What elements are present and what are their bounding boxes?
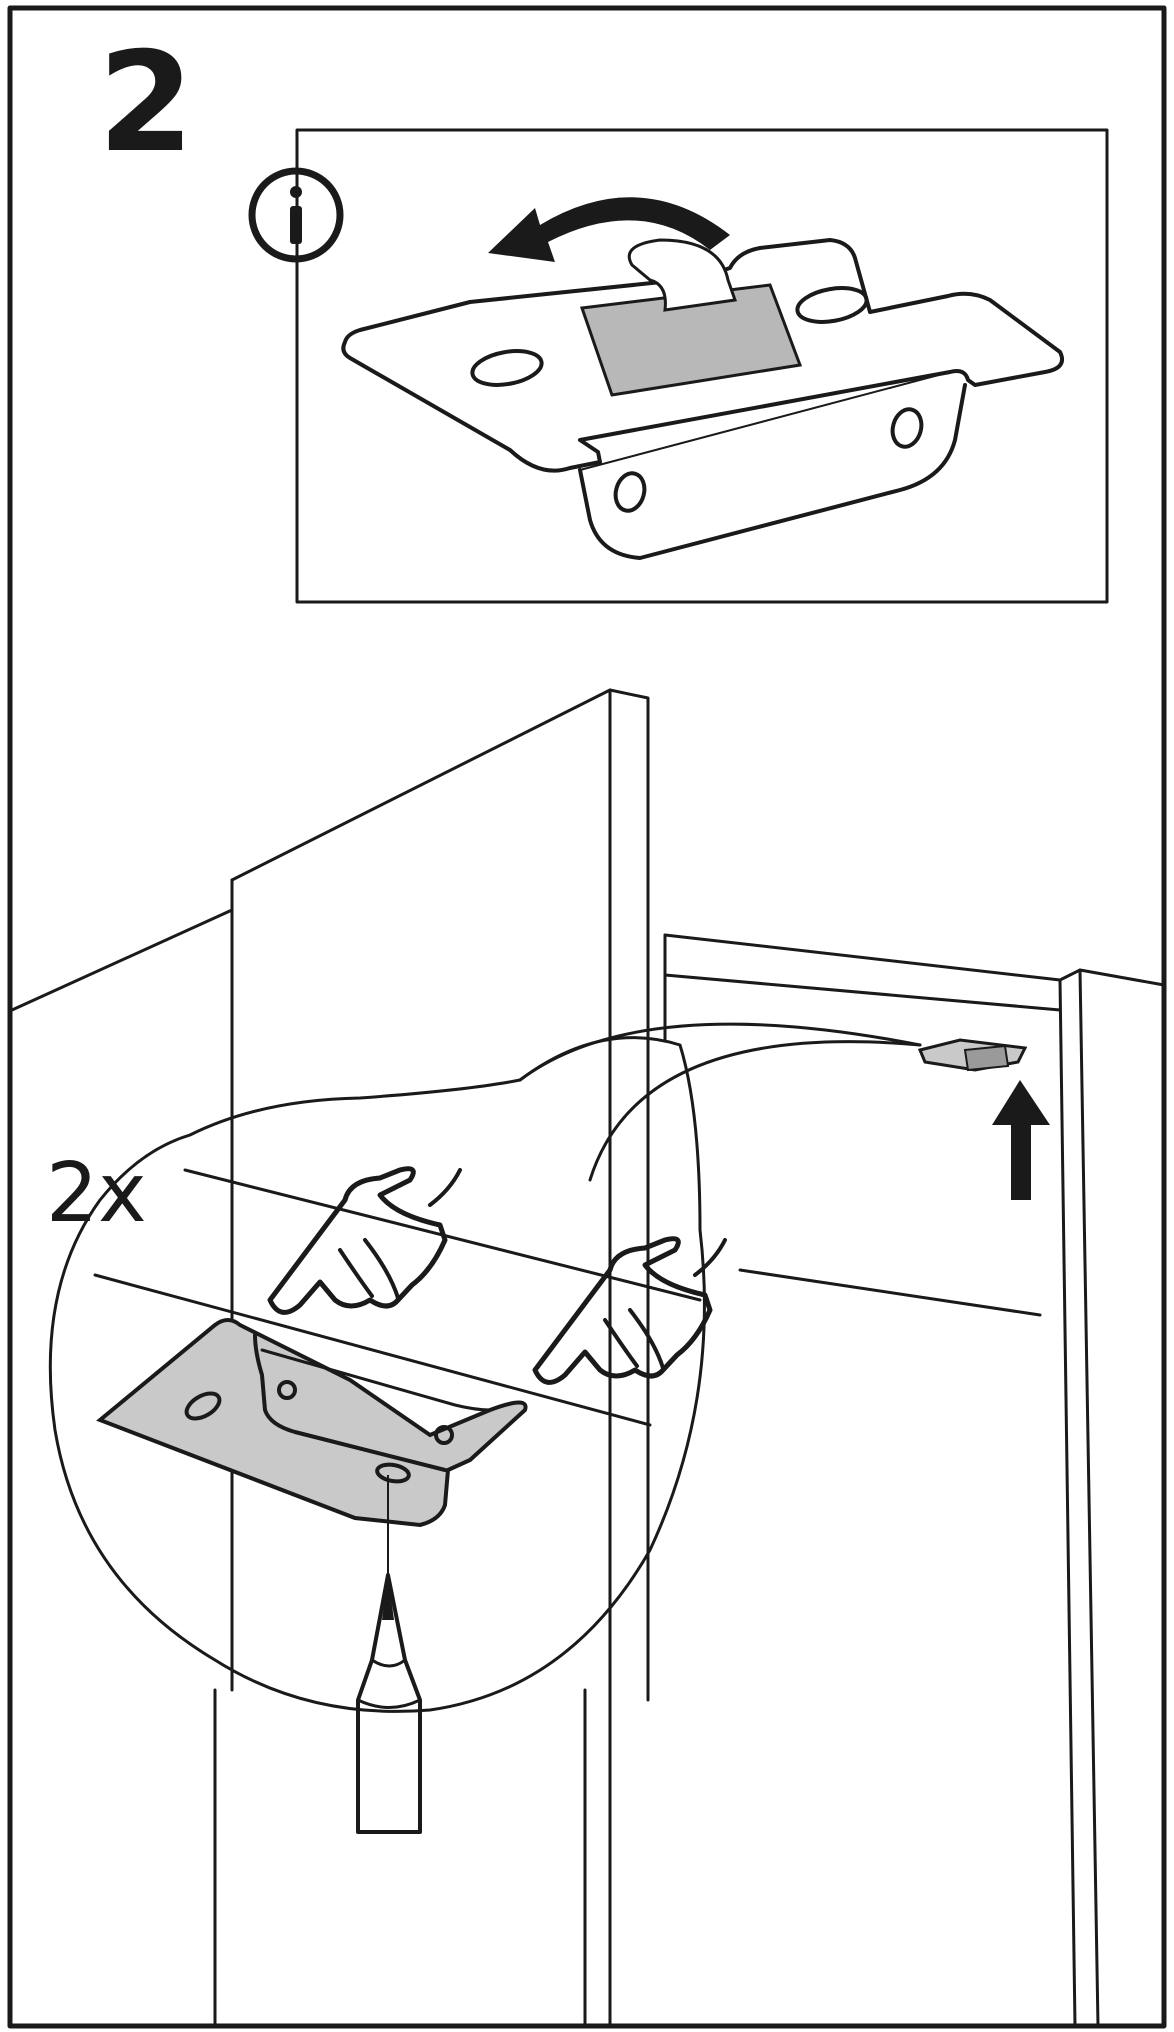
info-detail-box xyxy=(295,128,1109,604)
up-arrow-icon xyxy=(992,1080,1050,1200)
finger-press-icon xyxy=(267,1166,462,1315)
bracket-in-place xyxy=(917,1038,1028,1072)
pencil-icon xyxy=(356,1475,422,1834)
rotate-arrow-icon xyxy=(488,197,730,262)
page-frame xyxy=(7,5,1167,2029)
quantity-label: 2x xyxy=(46,1146,147,1241)
magnified-detail xyxy=(48,1022,922,1713)
info-icon xyxy=(248,167,344,263)
step-number: 2 xyxy=(98,22,194,183)
finger-press-icon xyxy=(532,1236,727,1385)
bracket-detail xyxy=(341,238,1065,560)
cabinet-scene xyxy=(10,688,1166,2028)
